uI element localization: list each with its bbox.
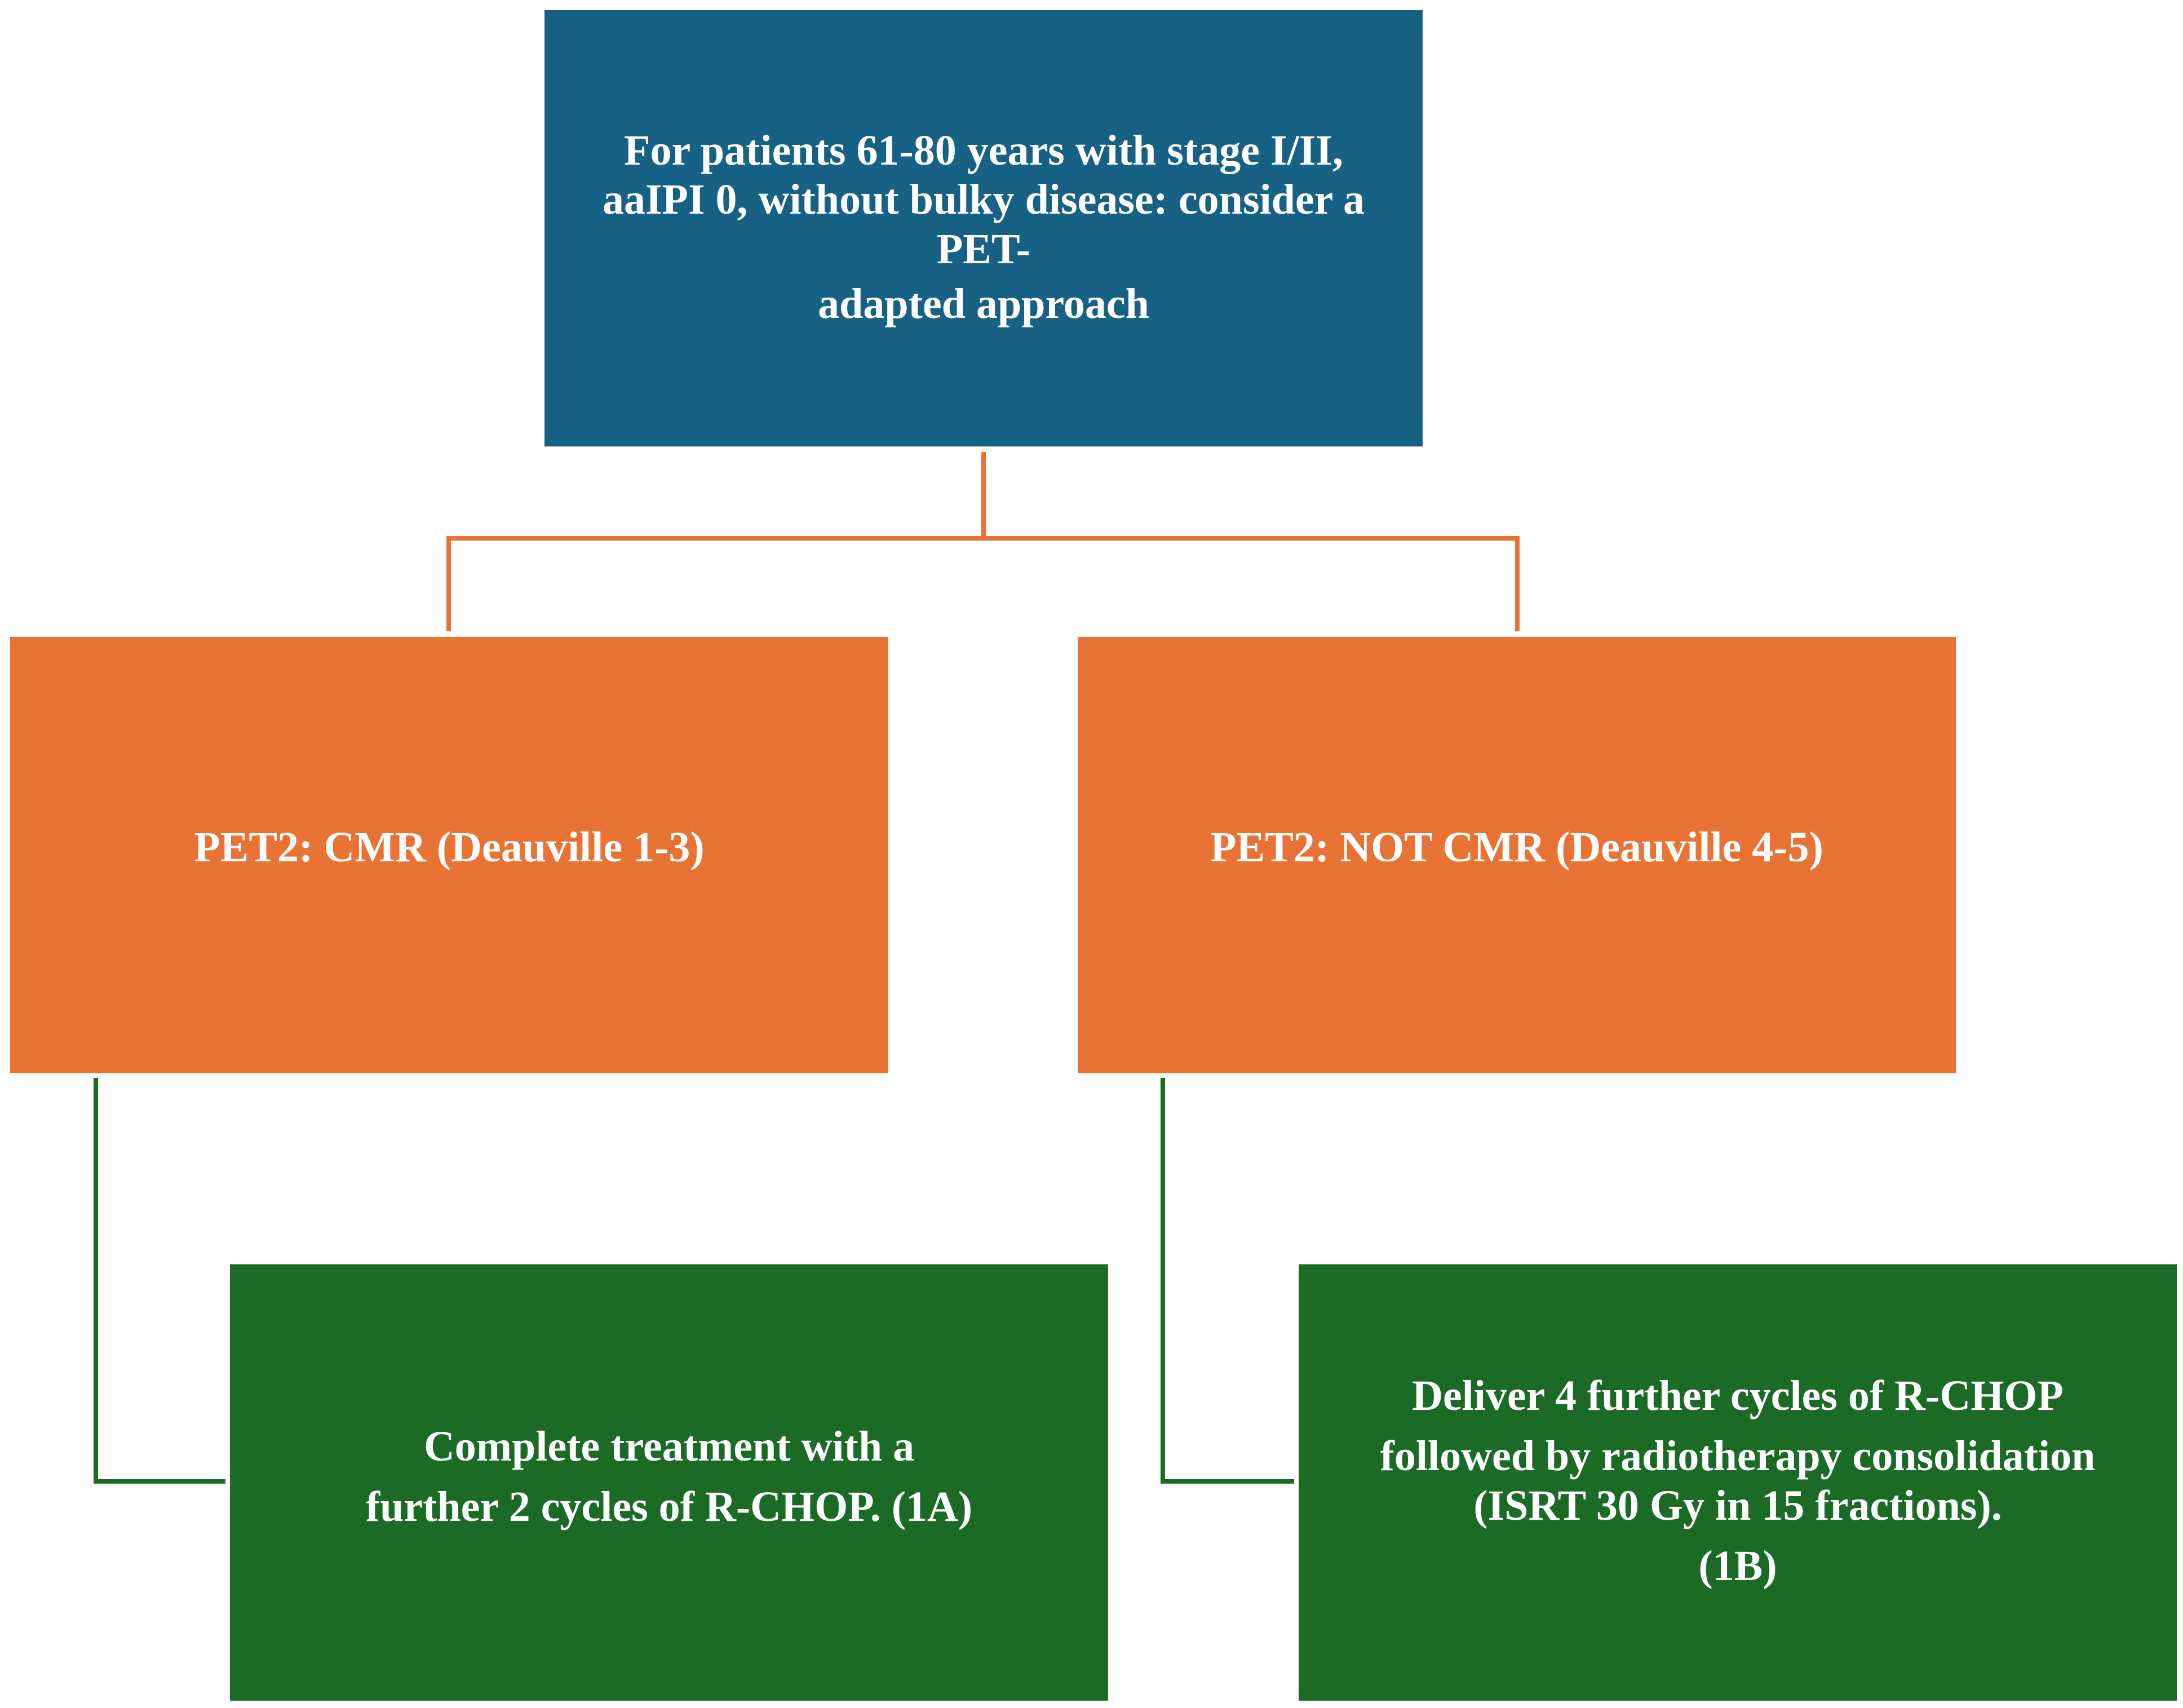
- outcome-text-cmr: Complete treatment with a further 2 cycl…: [253, 1422, 1086, 1532]
- outcome-cmr-line-1: Complete treatment with a: [423, 1423, 915, 1470]
- right-branch-to-outcome-connector: [1161, 1078, 1294, 1484]
- outcome-text-not-cmr: Deliver 4 further cycles of R-CHOP follo…: [1321, 1371, 2154, 1591]
- root-to-branches-connector: [446, 452, 986, 631]
- branch-label-not-cmr-text: PET2: NOT CMR (Deauville 4-5): [1210, 824, 1823, 871]
- root-line-1: For patients 61-80 years with stage I/II…: [624, 127, 1343, 174]
- split-to-right-branch-connector: [984, 536, 1520, 631]
- outcome-not-cmr-line-4: (1B): [1698, 1542, 1777, 1590]
- outcome-cmr-line-2: further 2 cycles of R-CHOP. (1A): [365, 1483, 973, 1531]
- branch-box-not-cmr: PET2: NOT CMR (Deauville 4-5): [1078, 637, 1956, 1073]
- branch-box-cmr: PET2: CMR (Deauville 1-3): [10, 637, 888, 1073]
- root-line-4: adapted approach: [818, 280, 1149, 328]
- outcome-box-not-cmr: Deliver 4 further cycles of R-CHOP follo…: [1299, 1264, 2177, 1701]
- outcome-box-cmr: Complete treatment with a further 2 cycl…: [230, 1264, 1108, 1701]
- branch-label-cmr-text: PET2: CMR (Deauville 1-3): [194, 824, 705, 871]
- outcome-not-cmr-line-2: followed by radiotherapy consolidation: [1380, 1432, 2096, 1480]
- left-branch-to-outcome-connector: [94, 1078, 225, 1484]
- outcome-not-cmr-line-3: (ISRT 30 Gy in 15 fractions).: [1473, 1481, 2002, 1529]
- root-box: For patients 61-80 years with stage I/II…: [544, 10, 1423, 446]
- root-line-3: PET-: [936, 225, 1031, 273]
- branch-label-not-cmr: PET2: NOT CMR (Deauville 4-5): [1100, 823, 1933, 872]
- root-line-2: aaIPI 0, without bulky disease: consider…: [602, 176, 1365, 224]
- root-text: For patients 61-80 years with stage I/II…: [567, 126, 1400, 329]
- outcome-not-cmr-line-1: Deliver 4 further cycles of R-CHOP: [1412, 1372, 2064, 1419]
- branch-label-cmr: PET2: CMR (Deauville 1-3): [33, 823, 866, 872]
